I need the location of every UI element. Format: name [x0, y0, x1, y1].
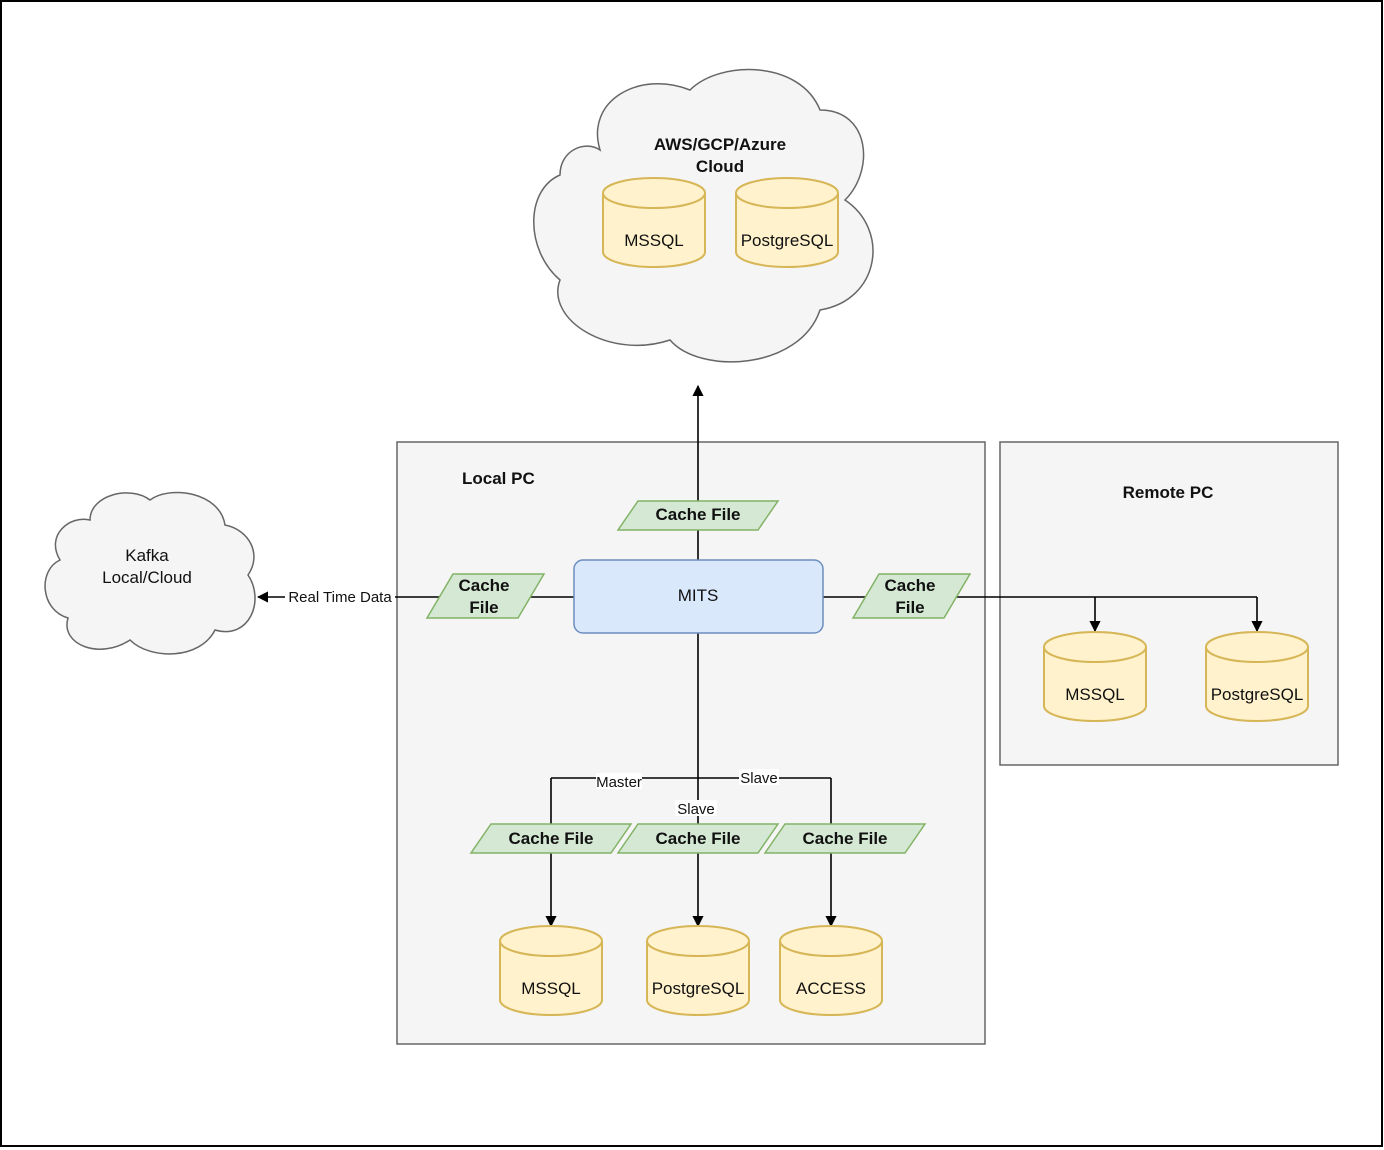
svg-text:PostgreSQL: PostgreSQL: [1211, 685, 1304, 704]
local-pc-title: Local PC: [462, 469, 535, 488]
edge-label-realtime: Real Time Data: [285, 588, 395, 606]
cache-file-top[interactable]: Cache File: [616, 500, 780, 531]
svg-text:Real Time Data: Real Time Data: [288, 589, 392, 606]
svg-text:Cache File: Cache File: [802, 829, 887, 848]
svg-text:Cache: Cache: [458, 576, 509, 595]
svg-text:Slave: Slave: [677, 801, 715, 818]
svg-text:MSSQL: MSSQL: [624, 231, 684, 250]
edge-label-slave-mid: Slave: [675, 800, 717, 818]
svg-text:Cache File: Cache File: [508, 829, 593, 848]
cache-file-bottom-left[interactable]: Cache File: [469, 823, 633, 854]
kafka-cloud[interactable]: Kafka Local/Cloud: [44, 491, 256, 655]
cache-file-left[interactable]: Cache File: [425, 573, 546, 619]
db-remote-mssql[interactable]: MSSQL: [1043, 631, 1147, 722]
svg-text:Slave: Slave: [740, 770, 778, 787]
db-local-mssql[interactable]: MSSQL: [499, 925, 603, 1016]
svg-text:Cache File: Cache File: [655, 829, 740, 848]
cloud-label-line1: AWS/GCP/Azure: [654, 135, 786, 154]
svg-text:PostgreSQL: PostgreSQL: [741, 231, 834, 250]
cache-file-right[interactable]: Cache File: [851, 573, 972, 619]
mits-node[interactable]: MITS: [573, 559, 824, 634]
edge-label-slave-right: Slave: [739, 769, 779, 787]
db-local-postgres[interactable]: PostgreSQL: [646, 925, 750, 1016]
svg-text:MSSQL: MSSQL: [1065, 685, 1125, 704]
svg-text:ACCESS: ACCESS: [796, 979, 866, 998]
cloud-label-line2: Cloud: [696, 157, 744, 176]
svg-text:Cache: Cache: [884, 576, 935, 595]
mits-label: MITS: [678, 586, 719, 605]
db-remote-postgres[interactable]: PostgreSQL: [1205, 631, 1309, 722]
svg-text:Master: Master: [596, 774, 642, 791]
edge-label-master: Master: [596, 773, 642, 791]
db-local-access[interactable]: ACCESS: [779, 925, 883, 1016]
svg-text:PostgreSQL: PostgreSQL: [652, 979, 745, 998]
svg-text:File: File: [895, 598, 924, 617]
db-cloud-mssql[interactable]: MSSQL: [602, 177, 706, 268]
kafka-label-line1: Kafka: [125, 546, 169, 565]
svg-text:Cache File: Cache File: [655, 505, 740, 524]
cache-file-bottom-mid[interactable]: Cache File: [616, 823, 780, 854]
svg-text:MSSQL: MSSQL: [521, 979, 581, 998]
remote-pc-title: Remote PC: [1123, 483, 1214, 502]
db-cloud-postgres[interactable]: PostgreSQL: [735, 177, 839, 268]
kafka-label-line2: Local/Cloud: [102, 568, 192, 587]
svg-text:File: File: [469, 598, 498, 617]
cache-file-bottom-right[interactable]: Cache File: [763, 823, 927, 854]
